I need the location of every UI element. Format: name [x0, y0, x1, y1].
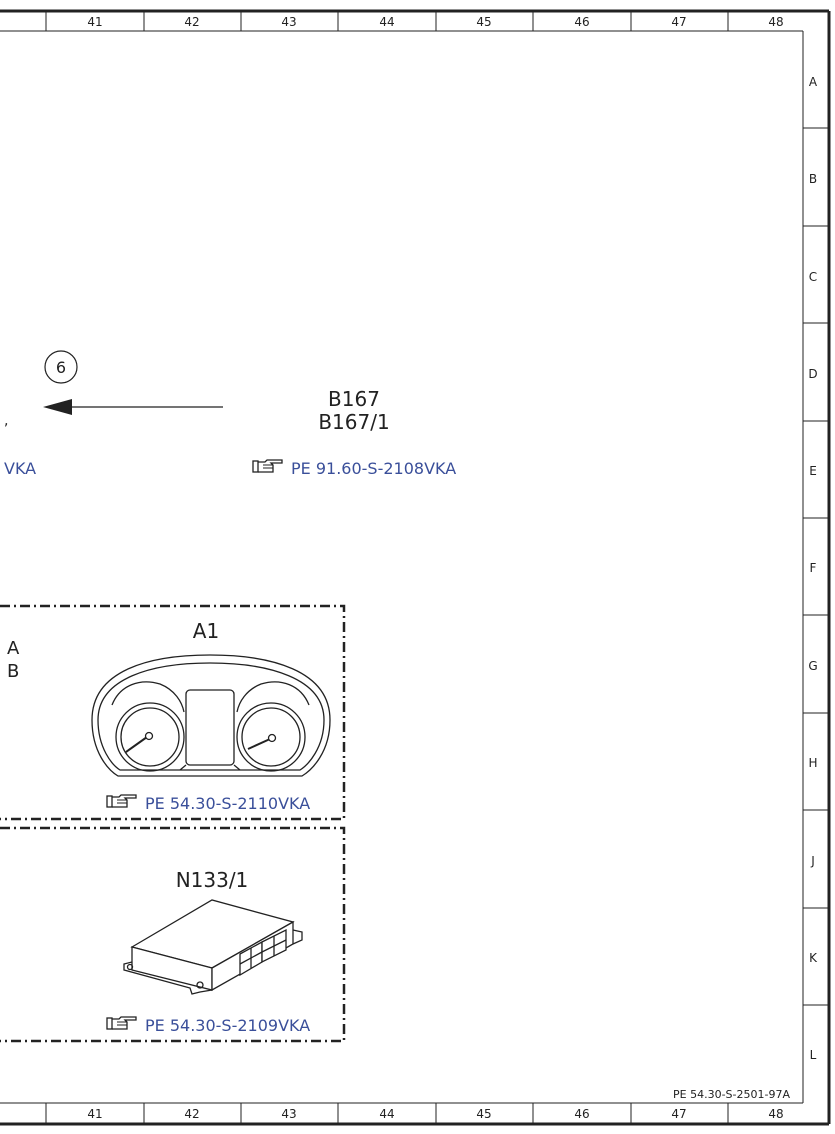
bottom-col-label: 48: [768, 1107, 783, 1121]
n133-dashed-box: [0, 826, 346, 1043]
top-col-label: 46: [574, 15, 589, 29]
bottom-col-label: 42: [184, 1107, 199, 1121]
row-label: A: [809, 75, 818, 89]
top-col-label: 47: [671, 15, 686, 29]
cut-reference-text[interactable]: VKA: [4, 459, 36, 478]
reference-link-b167[interactable]: PE 91.60-S-2108VKA: [252, 459, 456, 478]
row-label: B: [809, 172, 817, 186]
connector-circle: [44, 350, 78, 384]
b167-1-label: B167/1: [318, 410, 389, 434]
row-label: L: [810, 1048, 817, 1062]
row-label: J: [810, 854, 815, 868]
n133-reference-text: PE 54.30-S-2109VKA: [145, 1016, 310, 1035]
connector-6[interactable]: 6: [44, 350, 78, 384]
pointing-hand-icon: [106, 1016, 137, 1030]
n133-1-label: N133/1: [176, 868, 249, 892]
bottom-col-label: 47: [671, 1107, 686, 1121]
sheet-id: PE 54.30-S-2501-97A: [673, 1088, 790, 1101]
connector-number: 6: [56, 358, 66, 377]
pointing-hand-icon: [106, 794, 137, 808]
bottom-column-ruler: 41 42 43 44 45 46 47 48: [45, 1103, 784, 1124]
reference-link-a1[interactable]: PE 54.30-S-2110VKA: [106, 794, 310, 813]
right-row-ruler: A B C D E F G H J K L: [803, 75, 829, 1062]
row-label: G: [808, 659, 817, 673]
b167-label: B167: [328, 387, 380, 411]
a1-label: A1: [193, 619, 219, 643]
row-label: D: [808, 367, 817, 381]
row-label: K: [809, 951, 818, 965]
top-col-label: 42: [184, 15, 199, 29]
top-col-label: 48: [768, 15, 783, 29]
control-unit-image: [123, 899, 303, 995]
reference-link-n133[interactable]: PE 54.30-S-2109VKA: [106, 1016, 310, 1035]
a1-side-label-a: A: [7, 638, 20, 659]
top-col-label: 41: [87, 15, 102, 29]
a1-reference-text: PE 54.30-S-2110VKA: [145, 794, 310, 813]
b167-reference-text: PE 91.60-S-2108VKA: [291, 459, 456, 478]
row-label: E: [809, 464, 817, 478]
instrument-cluster-image: [91, 654, 331, 777]
signal-arrow: [43, 399, 223, 415]
top-col-label: 44: [379, 15, 394, 29]
row-label: H: [808, 756, 817, 770]
bottom-col-label: 46: [574, 1107, 589, 1121]
pointing-hand-icon: [252, 459, 283, 473]
top-col-label: 43: [281, 15, 296, 29]
bottom-col-label: 44: [379, 1107, 394, 1121]
a1-side-label-b: B: [7, 661, 19, 682]
row-label: C: [809, 270, 817, 284]
top-col-label: 45: [476, 15, 491, 29]
row-label: F: [810, 561, 817, 575]
bottom-col-label: 41: [87, 1107, 102, 1121]
bottom-col-label: 45: [476, 1107, 491, 1121]
top-column-ruler: 41 42 43 44 45 46 47 48: [45, 11, 784, 31]
a1-dashed-box: [0, 604, 346, 821]
cut-off-mark: ,: [4, 413, 8, 429]
bottom-col-label: 43: [281, 1107, 296, 1121]
